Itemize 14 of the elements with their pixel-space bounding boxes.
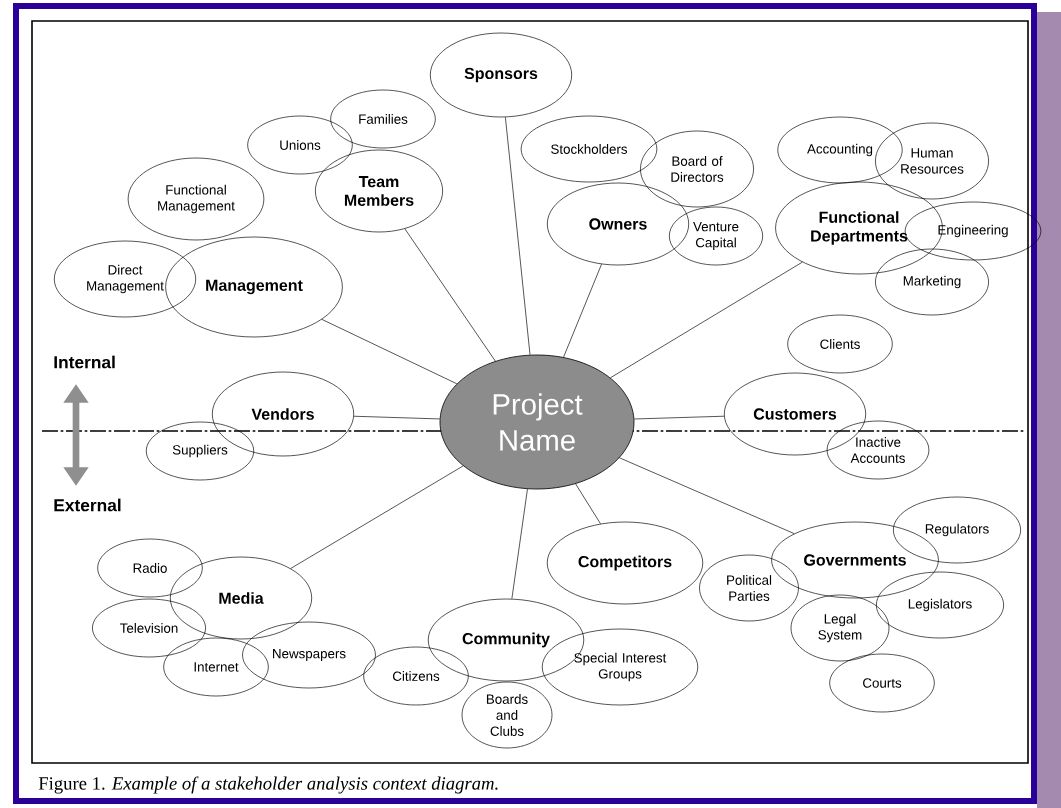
connector-line: [633, 415, 725, 420]
figure-caption: Figure 1. Example of a stakeholder analysis context diagram.: [38, 776, 498, 794]
connector-line: [575, 483, 601, 525]
connector-line: [321, 319, 458, 385]
connector-line: [619, 457, 795, 534]
side-label: External: [54, 498, 121, 512]
connector-line: [353, 415, 441, 420]
connector-line: [610, 261, 803, 379]
connector-line: [505, 116, 531, 356]
connector-line: [511, 488, 528, 600]
connector-line: [404, 228, 496, 362]
connector-line: [290, 465, 464, 569]
side-label: Internal: [54, 355, 115, 369]
connector-line: [563, 263, 602, 358]
